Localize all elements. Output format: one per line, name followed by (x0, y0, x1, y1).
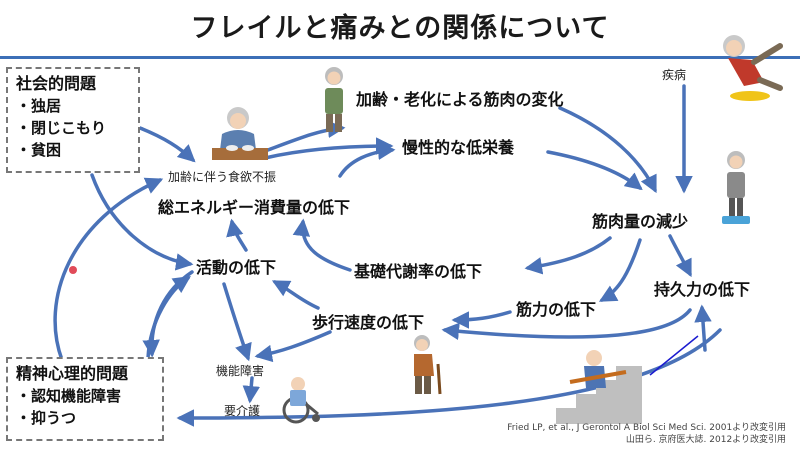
arrow-mental-to-appetite (53, 177, 164, 362)
arrow-up-to-endurance (694, 304, 712, 352)
red-marker-dot (69, 266, 77, 274)
thin-blue-line (649, 335, 699, 376)
arrow-bottom-loop (176, 328, 722, 427)
node-muscle-mass: 筋肉量の減少 (592, 212, 689, 231)
social-item-poverty: ・貧困 (16, 141, 62, 159)
node-disability: 機能障害 (216, 364, 265, 378)
mental-problems-box: 精神心理的問題 ・認知機能障害 ・抑うつ (6, 357, 164, 441)
arrow-aging-to-muscle (558, 106, 657, 194)
arrow-social-to-activity (90, 173, 194, 271)
node-basal-metabolism: 基礎代謝率の低下 (354, 262, 483, 281)
arrow-activity-to-mental (142, 270, 194, 358)
node-malnutrition: 慢性的な低栄養 (402, 138, 515, 157)
social-item-living-alone: ・独居 (16, 97, 62, 115)
node-energy: 総エネルギー消費量の低下 (158, 198, 351, 217)
arrow-muscle-to-endurance (668, 234, 692, 278)
falling-person-icon (723, 35, 783, 101)
node-strength: 筋力の低下 (516, 300, 597, 319)
social-item-withdrawal: ・閉じこもり (16, 119, 107, 137)
arrow-muscle-to-strength (598, 238, 642, 302)
mental-problems-heading: 精神心理的問題 (16, 364, 129, 383)
elderly-eating-icon (212, 107, 268, 160)
arrow-walking-to-activity (271, 280, 320, 310)
arrow-mental-to-activity (146, 276, 191, 360)
page-title: フレイルと痛みとの関係について (190, 13, 610, 44)
elderly-walking-cane-icon (414, 335, 442, 395)
node-walking: 歩行速度の低下 (312, 313, 425, 332)
mental-item-depression: ・抑うつ (16, 409, 77, 427)
mental-item-cognitive: ・認知機能障害 (16, 387, 122, 405)
arrow-energy-to-malnutrition (338, 142, 396, 178)
social-problems-box: 社会的問題 ・独居 ・閉じこもり ・貧困 (6, 67, 140, 173)
arrow-activity-to-disability (222, 282, 252, 362)
node-activity: 活動の低下 (196, 258, 277, 277)
arrow-strength-to-walking (451, 310, 512, 329)
node-aging-muscle: 加齢・老化による筋肉の変化 (356, 90, 564, 109)
arrow-disability-to-care (242, 376, 260, 404)
social-problems-heading: 社会的問題 (16, 74, 97, 93)
elderly-on-scale-icon (722, 151, 750, 224)
node-endurance: 持久力の低下 (654, 280, 751, 299)
elderly-standing-icon (325, 67, 343, 132)
citation-line-1: Fried LP, et al., J Gerontol A Biol Sci … (507, 423, 786, 433)
wheelchair-icon (282, 377, 320, 424)
arrow-activity-to-energy (226, 218, 248, 252)
node-disease: 疾病 (662, 68, 687, 82)
arrow-social-to-appetite (138, 126, 196, 163)
node-care: 要介護 (224, 404, 261, 418)
arrow-metabolism-to-energy (292, 218, 352, 272)
citation: Fried LP, et al., J Gerontol A Biol Sci … (507, 422, 786, 446)
arrow-eating-to-malnutrition (263, 137, 394, 160)
title-underline (0, 56, 800, 59)
arrow-walking-to-disability (254, 330, 332, 363)
citation-line-2: 山田ら. 京府医大誌. 2012より改変引用 (625, 435, 786, 445)
arrow-endurance-to-walking (441, 308, 692, 341)
node-appetite: 加齢に伴う食欲不振 (168, 170, 277, 184)
arrow-malnutrition-to-muscle (546, 150, 643, 191)
elderly-stairs-icon (556, 350, 642, 424)
arrow-muscle-to-metabolism (524, 236, 612, 275)
